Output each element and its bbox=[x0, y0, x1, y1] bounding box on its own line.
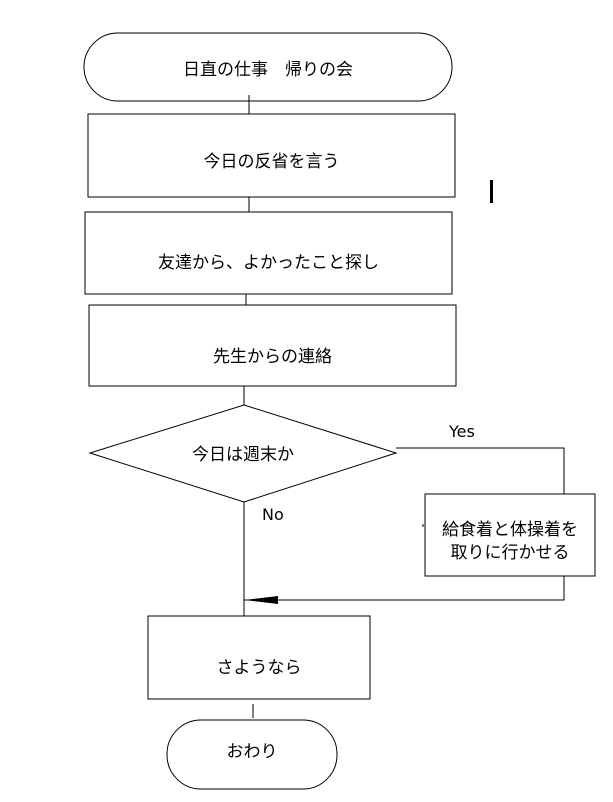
process-box bbox=[88, 304, 457, 387]
text-cursor-mark bbox=[490, 180, 493, 203]
arrow-head bbox=[244, 596, 278, 604]
start-label: 日直の仕事 帰りの会 bbox=[183, 60, 353, 80]
start-terminator bbox=[83, 32, 453, 102]
step-3-label: 先生からの連絡 bbox=[213, 347, 332, 367]
end-label: おわり bbox=[226, 742, 278, 762]
process-box bbox=[87, 113, 456, 198]
process-box bbox=[424, 493, 596, 577]
return-line bbox=[244, 576, 565, 601]
decision-label: 今日は週末か bbox=[192, 445, 294, 465]
yes-branch-line bbox=[396, 447, 565, 494]
process-box bbox=[147, 615, 371, 700]
step-2-label: 友達から、よかったこと探し bbox=[158, 253, 379, 273]
end-terminator bbox=[166, 719, 338, 790]
final-step-label: さようなら bbox=[216, 658, 302, 678]
step-1-label: 今日の反省を言う bbox=[203, 152, 340, 172]
yes-label: Yes bbox=[449, 422, 475, 441]
no-label: No bbox=[262, 505, 284, 524]
process-box bbox=[84, 211, 453, 295]
yes-action-line-1: 給食着と体操着を bbox=[442, 520, 578, 540]
yes-action-line-2: 取りに行かせる bbox=[450, 543, 570, 563]
